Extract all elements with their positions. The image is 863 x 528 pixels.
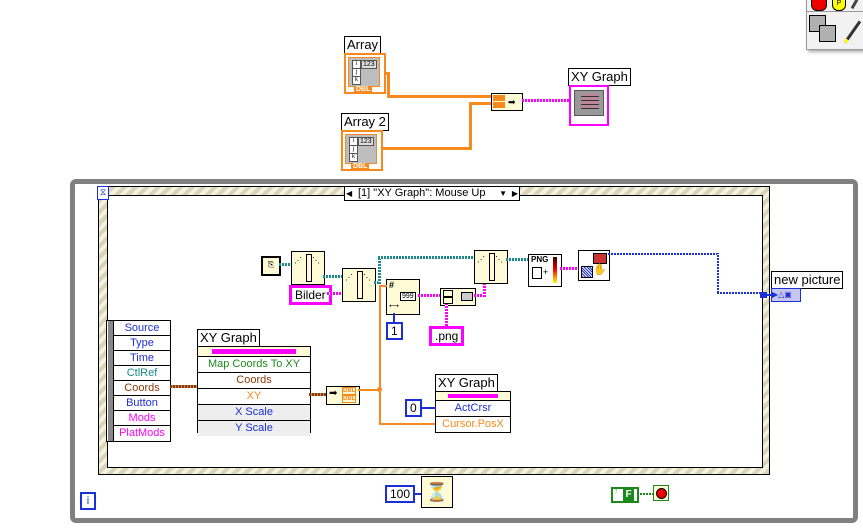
stop-tool-icon[interactable]	[811, 0, 827, 11]
event-item-platmods[interactable]: PlatMods	[114, 425, 170, 440]
xy-graph-label: XY Graph	[568, 68, 631, 86]
event-item-source[interactable]: Source	[124, 322, 160, 334]
refnum-constant[interactable]: ⎘	[261, 256, 281, 276]
wire-junction	[377, 387, 382, 392]
prev-case-arrow[interactable]: ◀	[346, 189, 353, 198]
build-path-node-2[interactable]: ⋰ ⋱	[342, 268, 376, 302]
method-map-coords-to-xy[interactable]: Map Coords To XY	[198, 356, 310, 372]
event-item-mods[interactable]: Mods	[114, 410, 170, 425]
next-case-arrow[interactable]: ▶	[511, 189, 518, 198]
unbundle-node[interactable]: ➡ DBL DBL	[326, 386, 360, 405]
event-item-ctlref[interactable]: CtlRef	[114, 365, 170, 380]
write-png-file-node[interactable]: PNG +	[528, 254, 562, 287]
prop-cursor-posx[interactable]: Cursor.PosX	[436, 416, 510, 432]
event-item-type[interactable]: Type	[114, 335, 170, 350]
array-label: Array	[344, 36, 382, 54]
stop-condition-terminal[interactable]	[653, 485, 669, 501]
file-icon	[532, 267, 542, 279]
case-label: [1] "XY Graph": Mouse Up	[358, 187, 486, 199]
xy-graph-indicator[interactable]	[569, 85, 609, 126]
property-node-label: XY Graph	[197, 329, 260, 347]
new-picture-label: new picture	[771, 271, 844, 289]
pencil-tool-icon[interactable]	[850, 0, 859, 10]
concatenate-strings-node[interactable]	[440, 288, 476, 306]
false-constant[interactable]: ꜝ F	[611, 487, 639, 503]
wait-ms-metronome-icon[interactable]: ⏳	[421, 476, 453, 508]
hand-icon: ✋	[593, 264, 607, 276]
invoke-node[interactable]: Map Coords To XY Coords XY X Scale Y Sca…	[197, 346, 311, 436]
cursor-property-node-label: XY Graph	[435, 374, 498, 392]
format-into-string-node[interactable]: # 999 ⟷	[386, 279, 420, 315]
graph-icon	[574, 90, 604, 116]
color-copy-tool-icon[interactable]	[809, 15, 839, 45]
event-item-button[interactable]: Button	[114, 395, 170, 410]
param-coords[interactable]: Coords	[198, 372, 310, 388]
const-one[interactable]: 1	[386, 322, 403, 340]
tunnel	[760, 292, 767, 298]
new-picture-indicator[interactable]: ▶△▣	[771, 288, 801, 302]
case-selector[interactable]: ◀ [1] "XY Graph": Mouse Up ▼ ▶	[344, 186, 520, 201]
arrow-icon: ➡	[508, 97, 516, 107]
build-path-node-1[interactable]: ⋰ ⋱	[291, 251, 325, 285]
event-item-coords[interactable]: Coords	[114, 380, 170, 395]
event-item-time[interactable]: Time	[114, 350, 170, 365]
case-dropdown-icon[interactable]: ▼	[499, 189, 507, 198]
tools-palette: P	[806, 0, 863, 50]
get-image-node[interactable]: ✋	[578, 250, 610, 281]
build-path-node-3[interactable]: ⋰ ⋱	[474, 250, 508, 284]
param-y-scale[interactable]: Y Scale	[198, 420, 310, 436]
paintbrush-tool-icon[interactable]	[843, 20, 862, 44]
iteration-terminal: i	[80, 492, 96, 510]
png-extension-constant[interactable]: .png	[429, 326, 465, 346]
while-loop[interactable]	[70, 179, 858, 523]
prop-actcrsr[interactable]: ActCrsr	[436, 400, 510, 416]
param-x-scale[interactable]: X Scale	[198, 404, 310, 420]
bilder-constant[interactable]: Bilder	[289, 285, 332, 305]
event-data-node: Source Type Time CtlRef Coords Button Mo…	[106, 320, 171, 442]
wait-ms-constant[interactable]: 100	[385, 485, 416, 503]
param-xy[interactable]: XY	[198, 388, 310, 404]
bundle-node[interactable]: ➡	[491, 93, 523, 111]
probe-tool-icon[interactable]: P	[832, 0, 846, 11]
array-2-label: Array 2	[341, 113, 389, 131]
event-timeout-terminal[interactable]: ⧖	[97, 186, 109, 200]
cursor-property-node[interactable]: ActCrsr Cursor.PosX	[435, 391, 511, 433]
